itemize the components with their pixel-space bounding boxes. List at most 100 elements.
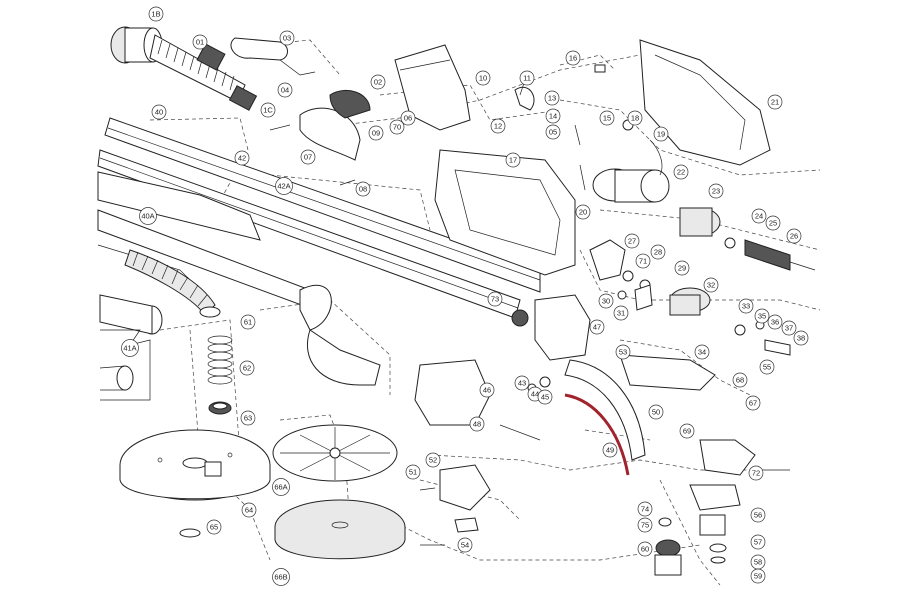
part-number: 34 [698,348,706,357]
callout-circle [602,442,618,458]
part-number: 74 [641,505,649,514]
callout-21: 21 [767,94,783,110]
part-number: 18 [631,114,639,123]
callout-circle [694,344,710,360]
callout-circle [545,124,561,140]
part-number: 40A [141,212,154,221]
callout-04: 04 [277,82,293,98]
part-number: 61 [244,318,252,327]
callout-circle [565,50,581,66]
callout-70: 70 [389,119,405,135]
part-number: 50 [652,408,660,417]
callout-circle [793,330,809,346]
callout-50: 50 [648,404,664,420]
part-number: 71 [639,257,647,266]
callout-45: 45 [537,389,553,405]
callout-65: 65 [206,519,222,535]
callout-75: 75 [637,517,653,533]
part-number: 1B [151,10,160,19]
part-number: 64 [245,506,253,515]
callout-circle [786,228,802,244]
callout-circle [751,208,767,224]
callout-circle [708,183,724,199]
callout-48: 48 [469,416,485,432]
callout-35: 35 [754,308,770,324]
callout-circle [750,507,766,523]
callout-circle [240,314,256,330]
callout-circle [275,177,293,195]
part-number: 73 [491,295,499,304]
callout-03: 03 [279,30,295,46]
callout-circle [272,568,290,586]
flex-hose [564,359,646,476]
part-number: 08 [359,185,367,194]
callout-49: 49 [602,442,618,458]
callout-circle [748,465,764,481]
callout-circle [767,94,783,110]
callout-circle [624,233,640,249]
callout-circle [479,382,495,398]
callout-circle [599,110,615,126]
callout-32: 32 [703,277,719,293]
callout-52: 52 [425,452,441,468]
part-number: 17 [509,156,517,165]
callout-circle [300,149,316,165]
callout-18: 18 [627,110,643,126]
part-number: 30 [602,297,610,306]
callout-16: 16 [565,50,581,66]
part-number: 05 [549,128,557,137]
callout-circle [400,110,416,126]
part-number: 03 [283,34,291,43]
part-number: 62 [243,364,251,373]
part-number: 20 [579,208,587,217]
callout-09: 09 [368,125,384,141]
callout-circle [457,537,473,553]
part-number: 27 [628,237,636,246]
part-number: 66A [274,483,287,492]
callout-01: 01 [192,34,208,50]
callout-28: 28 [650,244,666,260]
callout-20: 20 [575,204,591,220]
base-plate [119,429,271,538]
callout-25: 25 [765,215,781,231]
callout-circle [637,517,653,533]
callout-26: 26 [786,228,802,244]
callout-34: 34 [694,344,710,360]
callout-67: 67 [745,395,761,411]
callout-circle [637,541,653,557]
callout-circle [750,534,766,550]
callout-72: 72 [748,465,764,481]
part-number: 41A [123,344,136,353]
part-number: 28 [654,248,662,257]
callout-circle [519,70,535,86]
callout-59: 59 [750,568,766,584]
part-number: 60 [641,545,649,554]
callout-66a: 66A [272,478,290,496]
callout-circle [475,70,491,86]
part-number: 72 [752,469,760,478]
part-number: 68 [736,376,744,385]
callout-circle [151,104,167,120]
head-assembly [414,294,756,576]
callout-13: 13 [544,90,560,106]
part-number: 22 [677,168,685,177]
part-number: 29 [678,264,686,273]
callout-42: 42 [234,150,250,166]
part-number: 45 [541,393,549,402]
callout-circle [637,501,653,517]
callout-circle [627,110,643,126]
callout-circle [750,568,766,584]
callout-circle [674,260,690,276]
callout-19: 19 [653,126,669,142]
part-number: 63 [244,414,252,423]
callout-circle [545,108,561,124]
callout-12: 12 [490,118,506,134]
assembly-guides [149,39,821,586]
callout-circle [241,502,257,518]
hose-assembly [110,26,316,111]
callout-circle [703,277,719,293]
part-number: 10 [479,74,487,83]
part-number: 13 [548,94,556,103]
part-number: 04 [281,86,289,95]
